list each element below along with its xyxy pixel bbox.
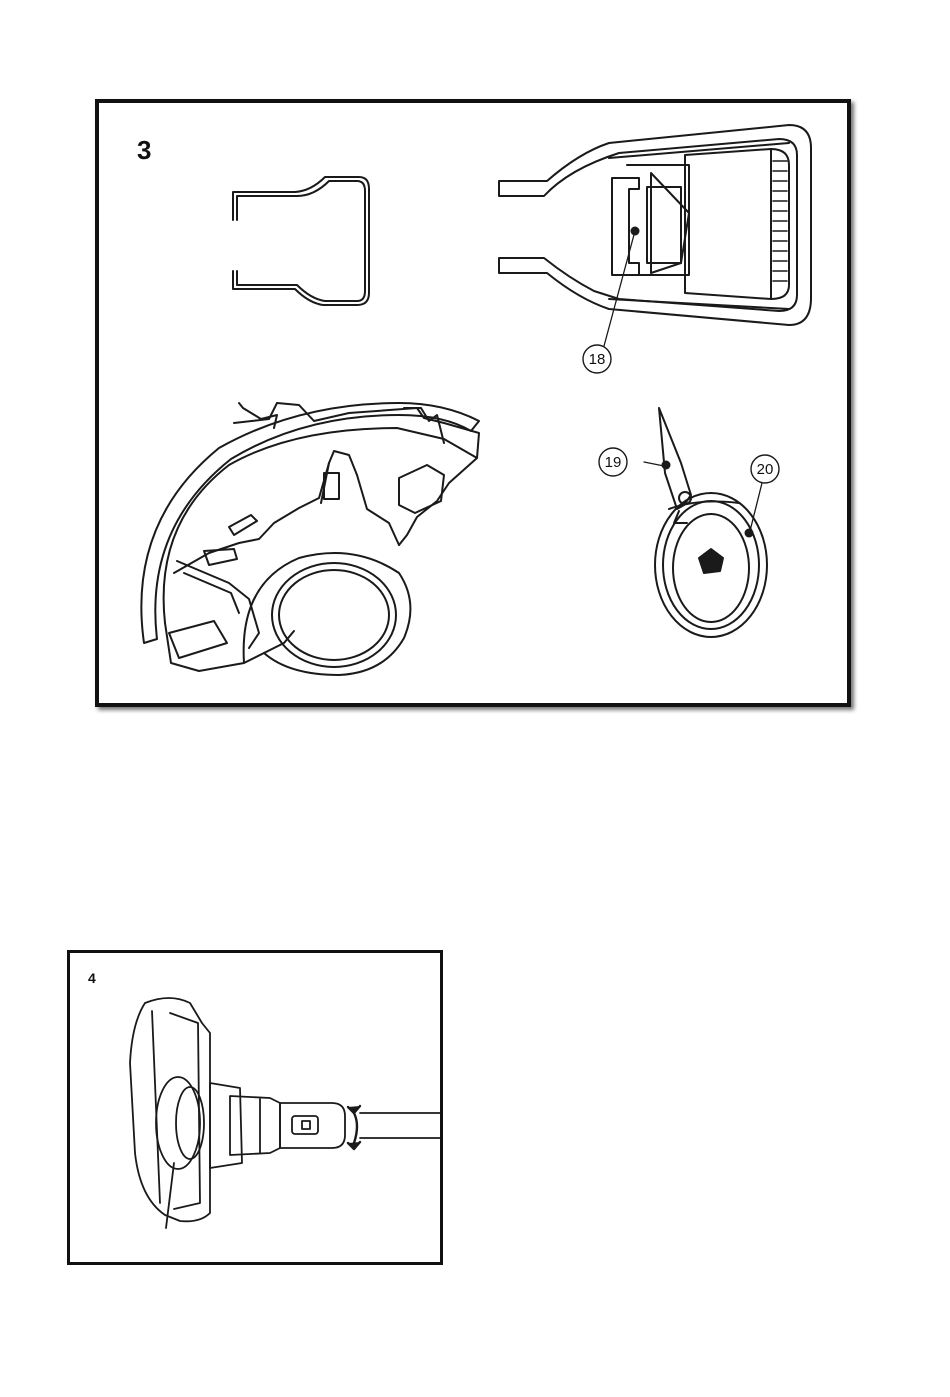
rotation-arrow-drawing — [348, 1106, 360, 1149]
figure-4-panel: 4 — [67, 950, 443, 1265]
shaft-drawing — [360, 1113, 440, 1138]
guard-side-drawing — [130, 998, 210, 1228]
collar-drawing — [210, 1083, 345, 1168]
figure-3-panel: 3 — [95, 99, 851, 707]
callout-18: 18 — [589, 351, 606, 368]
safety-guard-drawing — [141, 403, 479, 675]
wire-bracket-drawing — [233, 177, 369, 305]
figure-3-illustration: 18 19 20 — [99, 103, 847, 703]
spool-drawing — [655, 408, 767, 637]
figure-4-illustration — [70, 953, 440, 1262]
callout-20: 20 — [757, 461, 774, 478]
auxiliary-handle-drawing — [499, 125, 811, 325]
callout-19: 19 — [605, 454, 622, 471]
